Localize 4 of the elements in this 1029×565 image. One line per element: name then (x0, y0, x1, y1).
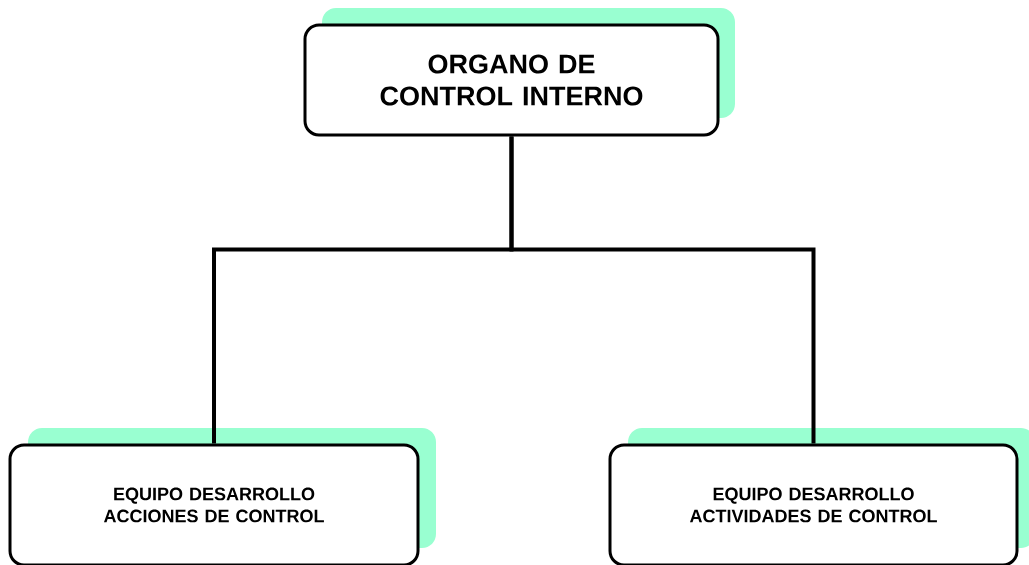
org-box: EQUIPO DESARROLLO ACTIVIDADES DE CONTROL (608, 428, 1029, 565)
org-box: ORGANO DE CONTROL INTERNO (303, 8, 735, 137)
connector-line (509, 136, 816, 444)
org-box: EQUIPO DESARROLLO ACCIONES DE CONTROL (8, 428, 436, 565)
